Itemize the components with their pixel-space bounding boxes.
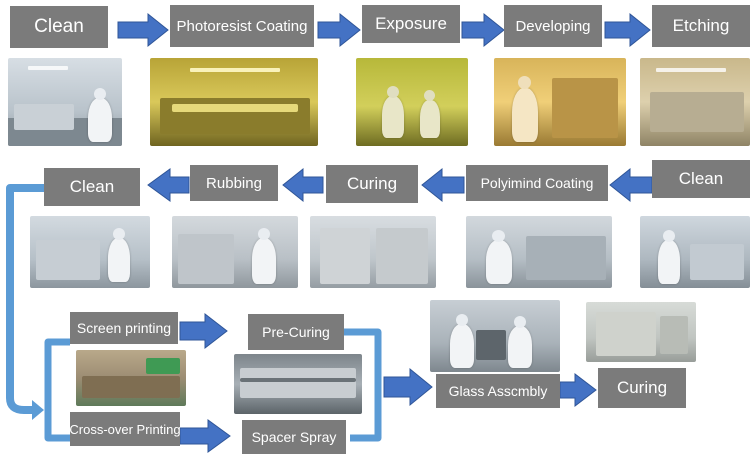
photo-curing-final	[586, 302, 696, 362]
step-clean-right: Clean	[652, 160, 750, 198]
step-curing: Curing	[326, 165, 418, 203]
arrow-glass-to-curing	[559, 372, 597, 408]
photo-clean-right	[640, 216, 750, 288]
arrow-screen-to-precuring	[179, 312, 228, 350]
step-polyimind-coating: Polyimind Coating	[466, 165, 608, 201]
photo-clean	[8, 58, 122, 146]
arrow-rubbing-to-clean	[147, 168, 190, 202]
connector-bracket-right	[338, 328, 382, 442]
photo-screen-printing	[76, 350, 186, 406]
step-pre-curing: Pre-Curing	[248, 314, 344, 350]
arrow-polyimind-to-curing	[421, 167, 465, 203]
step-rubbing: Rubbing	[190, 165, 278, 201]
step-developing: Developing	[504, 5, 602, 47]
arrow-exposure-to-developing	[461, 12, 505, 48]
photo-curing	[310, 216, 436, 288]
step-clean-left: Clean	[44, 168, 140, 206]
photo-pre-curing	[234, 354, 362, 414]
step-crossover-printing: Cross-over Printing	[69, 412, 181, 446]
photo-photoresist	[150, 58, 318, 146]
arrow-merge-to-glass	[383, 367, 433, 407]
photo-developing	[494, 58, 626, 146]
connector-bracket-left	[44, 338, 70, 442]
photo-polyimind	[466, 216, 612, 288]
connector-left-head	[32, 400, 44, 420]
arrow-crossover-to-spacer	[179, 419, 231, 453]
arrow-developing-to-etching	[604, 12, 651, 48]
step-etching: Etching	[652, 5, 750, 47]
step-photoresist-coating: Photoresist Coating	[170, 5, 314, 47]
step-clean: Clean	[10, 6, 108, 48]
photo-exposure	[356, 58, 468, 146]
photo-etching	[640, 58, 750, 146]
arrow-clean-to-photoresist	[117, 12, 169, 48]
photo-rubbing	[172, 216, 298, 288]
step-curing-final: Curing	[598, 368, 686, 408]
step-glass-assembly: Glass Asscmbly	[436, 374, 560, 408]
step-screen-printing: Screen printing	[70, 312, 178, 344]
arrow-clean-to-polyimind	[609, 167, 653, 203]
photo-glass-assembly	[430, 300, 560, 372]
photo-clean-left	[30, 216, 150, 288]
arrow-curing-to-rubbing	[282, 167, 324, 203]
connector-left-vertical	[6, 184, 44, 414]
step-exposure: Exposure	[362, 5, 460, 43]
step-spacer-spray: Spacer Spray	[242, 420, 346, 454]
arrow-photoresist-to-exposure	[317, 12, 361, 48]
